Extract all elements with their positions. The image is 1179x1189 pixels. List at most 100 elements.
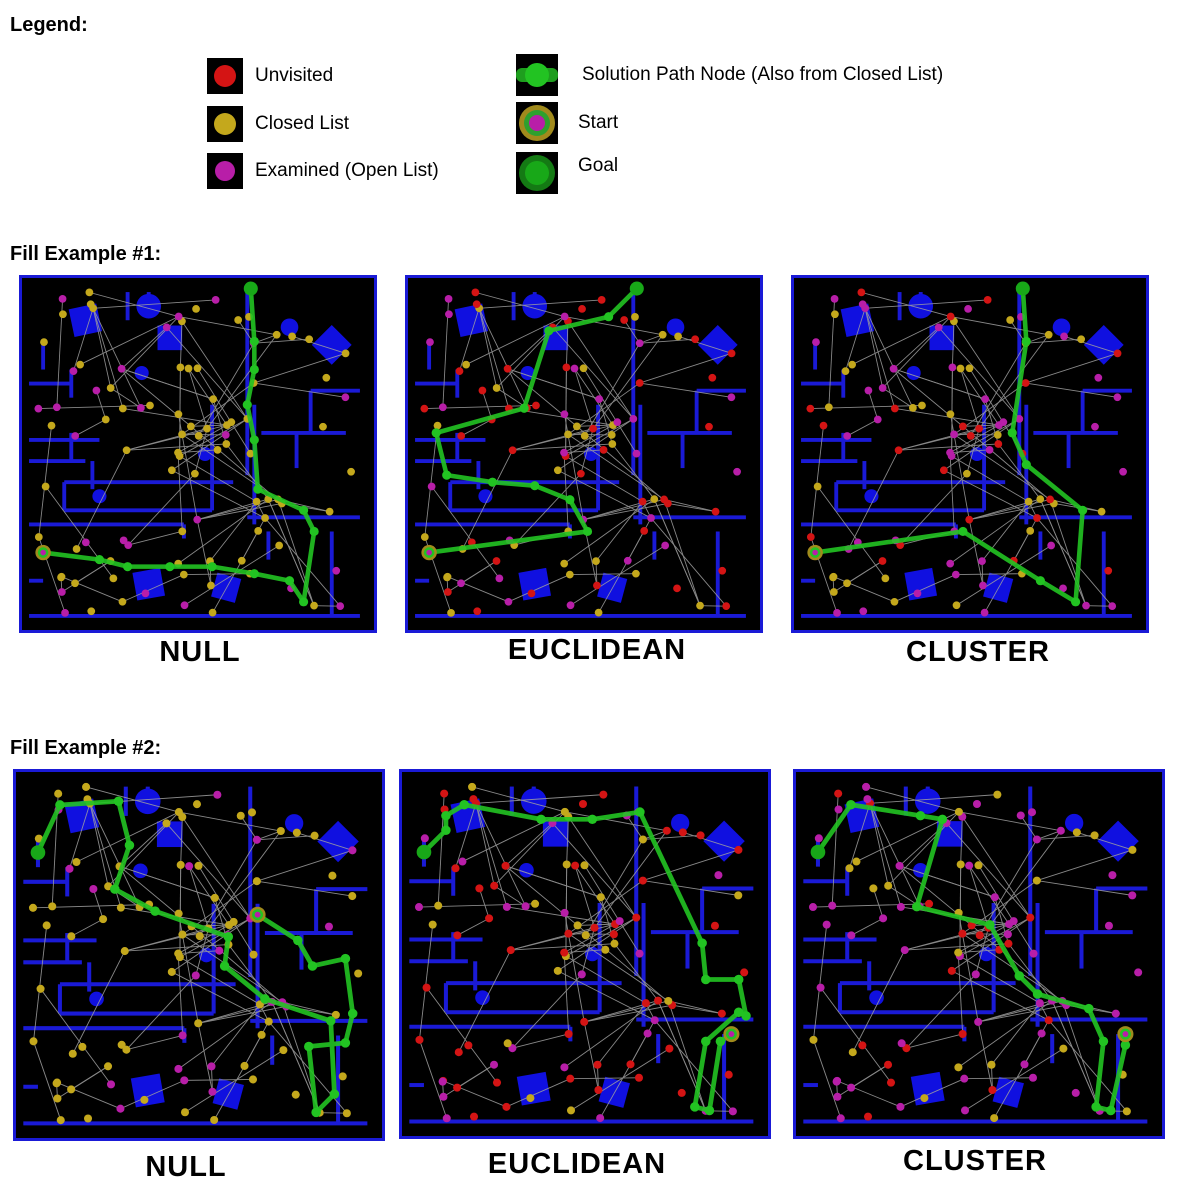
graph-edge bbox=[653, 498, 701, 606]
graph-edge bbox=[598, 560, 629, 613]
graph-node bbox=[454, 1048, 463, 1057]
solution-path-node bbox=[326, 1016, 336, 1026]
graph-node bbox=[471, 288, 480, 297]
graph-node bbox=[607, 431, 616, 439]
graph-node bbox=[635, 379, 644, 387]
solution-path-node bbox=[733, 974, 744, 985]
graph-node bbox=[1036, 495, 1045, 503]
graph-node bbox=[240, 1061, 249, 1070]
graph-node bbox=[947, 966, 956, 975]
graph-node bbox=[444, 295, 453, 303]
graph-node bbox=[677, 1088, 686, 1097]
example-2-title: Fill Example #2: bbox=[10, 737, 162, 759]
graph-edge bbox=[478, 308, 498, 389]
graph-edge bbox=[282, 1001, 336, 1016]
graph-node bbox=[570, 364, 579, 373]
solution-path bbox=[35, 798, 356, 1115]
graph-node bbox=[978, 557, 986, 565]
graph-edge bbox=[654, 1019, 734, 1112]
goal-node-icon bbox=[516, 152, 558, 194]
graph-node bbox=[341, 349, 350, 358]
graph-node bbox=[162, 819, 171, 828]
graph-edge bbox=[512, 428, 594, 451]
graph-node bbox=[117, 364, 126, 373]
graph-edge bbox=[1024, 1019, 1050, 1065]
graph-node bbox=[566, 1106, 576, 1115]
graph-node bbox=[615, 917, 624, 926]
goal-node-icon bbox=[243, 281, 258, 296]
graph-edge bbox=[564, 949, 606, 954]
graph-node bbox=[553, 466, 562, 475]
solution-path-node bbox=[55, 800, 65, 810]
obstacle-circle bbox=[519, 863, 534, 878]
obstacle-block bbox=[904, 567, 938, 601]
graph-node bbox=[972, 799, 982, 808]
graph-node bbox=[305, 335, 314, 344]
graph-edge bbox=[264, 517, 341, 607]
graph-edge bbox=[836, 1080, 901, 1108]
graph-edge bbox=[810, 425, 824, 538]
graph-node bbox=[594, 1085, 603, 1094]
graph-node bbox=[252, 835, 261, 844]
graph-node bbox=[596, 1114, 605, 1123]
graph-node bbox=[236, 811, 245, 820]
caption-null: NULL bbox=[145, 1151, 227, 1183]
graph-node bbox=[234, 316, 243, 324]
graph-edge bbox=[197, 499, 279, 521]
graph-node bbox=[1071, 1088, 1080, 1097]
graph-node bbox=[988, 1085, 997, 1094]
obstacle-circle bbox=[914, 788, 941, 814]
graph-node bbox=[532, 401, 540, 410]
graph-node bbox=[167, 466, 176, 475]
graph-edge bbox=[179, 918, 251, 958]
graph-node bbox=[248, 1075, 258, 1084]
graph-node bbox=[641, 999, 650, 1008]
solution-path-node bbox=[223, 931, 234, 942]
graph-node bbox=[829, 573, 837, 582]
graph-node bbox=[560, 410, 569, 419]
graph-node bbox=[834, 805, 843, 814]
graph-node bbox=[221, 431, 230, 439]
graph-edge bbox=[253, 352, 346, 384]
graph-node bbox=[457, 579, 465, 588]
graph-edge bbox=[1036, 834, 1095, 840]
graph-node bbox=[222, 440, 231, 448]
graph-node bbox=[862, 782, 871, 791]
graph-node bbox=[1097, 507, 1106, 516]
obstacle-circle bbox=[475, 990, 490, 1005]
graph-node bbox=[310, 601, 318, 610]
graph-node bbox=[178, 430, 186, 439]
graph-edge bbox=[424, 425, 438, 538]
graph-node bbox=[710, 921, 719, 930]
graph-edge bbox=[813, 1039, 842, 1119]
graph-node bbox=[1006, 316, 1015, 324]
graph-edge bbox=[642, 849, 739, 882]
graph-edge bbox=[584, 343, 641, 437]
graph-edge bbox=[978, 865, 1034, 954]
graph-edge bbox=[585, 839, 644, 936]
graph-node bbox=[662, 826, 671, 835]
graph-edge bbox=[196, 519, 212, 586]
graph-node bbox=[192, 800, 202, 809]
graph-node bbox=[1082, 601, 1090, 610]
graph-edge bbox=[567, 321, 634, 420]
graph-node bbox=[834, 789, 843, 798]
maze-graph bbox=[29, 281, 360, 618]
graph-node bbox=[632, 449, 641, 458]
graph-edge bbox=[570, 1077, 639, 1080]
graph-edge bbox=[817, 486, 886, 579]
graph-node bbox=[939, 466, 948, 475]
solution-path-node bbox=[715, 1036, 726, 1047]
graph-node bbox=[1015, 414, 1024, 423]
graph-node bbox=[261, 514, 269, 522]
graph-node bbox=[608, 440, 617, 448]
graph-node bbox=[960, 1106, 970, 1115]
graph-node bbox=[553, 966, 562, 975]
graph-node bbox=[589, 424, 597, 433]
graph-node bbox=[631, 313, 639, 321]
graph-node bbox=[1009, 917, 1018, 926]
graph-edge bbox=[198, 1001, 283, 1024]
graph-edge bbox=[958, 1000, 1053, 1068]
graph-edge bbox=[991, 1002, 1041, 1066]
graph-node bbox=[76, 360, 84, 369]
